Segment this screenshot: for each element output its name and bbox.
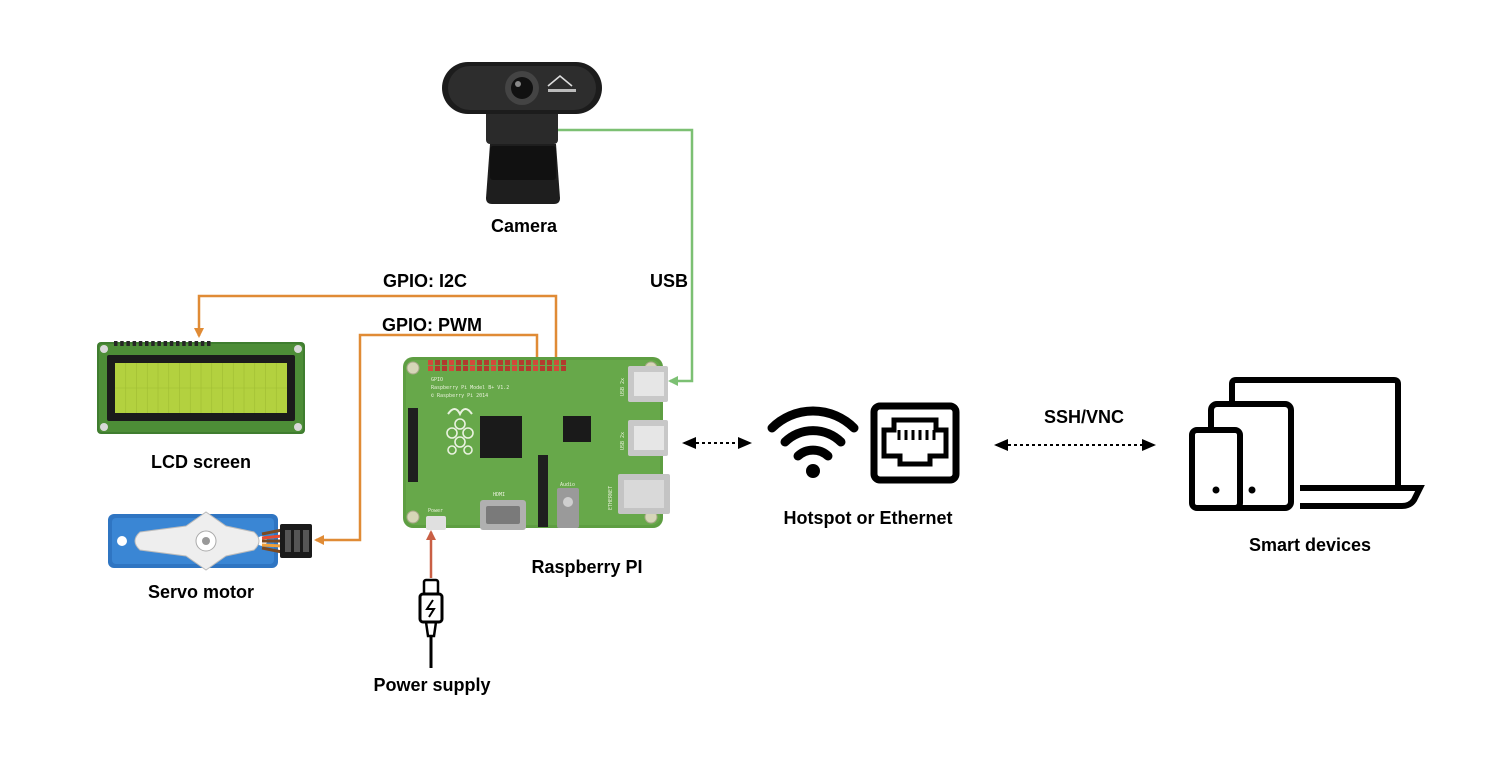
- board-power-text: Power: [428, 508, 443, 514]
- camera-label: Camera: [491, 216, 558, 236]
- smart-devices-label: Smart devices: [1249, 535, 1371, 555]
- gpio-pin: [470, 366, 475, 371]
- gpio-pin: [470, 360, 475, 365]
- lcd-pin: [126, 341, 130, 346]
- webcam-icon: [442, 62, 602, 204]
- gpio-pin: [540, 360, 545, 365]
- gpio-pin: [463, 360, 468, 365]
- gpio-pin: [491, 360, 496, 365]
- lcd-pin: [120, 341, 124, 346]
- board-usb-text-1: USB 2x: [620, 378, 626, 396]
- gpio-pin: [540, 366, 545, 371]
- gpio-pin: [477, 360, 482, 365]
- lcd-pin: [132, 341, 137, 346]
- gpio-pin: [561, 366, 566, 371]
- lcd-module-icon: [97, 341, 305, 434]
- lcd-pin: [163, 341, 168, 346]
- board-gpio-text: GPIO: [431, 377, 443, 383]
- i2c-connection: [194, 294, 558, 360]
- lcd-pin: [207, 341, 211, 346]
- gpio-pin: [526, 366, 531, 371]
- lcd-label: LCD screen: [151, 452, 251, 472]
- lcd-pin: [157, 341, 161, 346]
- raspberry-label: Raspberry PI: [531, 557, 642, 577]
- lcd-pin: [200, 341, 205, 346]
- gpio-pin: [526, 360, 531, 365]
- gpio-pin: [554, 366, 559, 371]
- lcd-pin: [114, 341, 118, 346]
- lcd-pin: [151, 341, 155, 346]
- lcd-pin: [182, 341, 186, 346]
- gpio-pin: [435, 366, 440, 371]
- wifi-icon: [767, 406, 859, 478]
- gpio-pin: [512, 366, 517, 371]
- pwm-label: GPIO: PWM: [382, 315, 482, 335]
- pwm-connection: [314, 333, 539, 545]
- gpio-pin: [498, 366, 503, 371]
- usb-c-cable-icon: [418, 578, 444, 668]
- gpio-pin: [463, 366, 468, 371]
- network-label: Hotspot or Ethernet: [784, 508, 953, 528]
- servo-icon: [108, 511, 312, 571]
- gpio-pin: [484, 366, 489, 371]
- gpio-pin: [442, 366, 447, 371]
- board-model-text: Raspberry Pi Model B+ V1.2: [431, 385, 509, 391]
- gpio-pin: [505, 360, 510, 365]
- i2c-label: GPIO: I2C: [383, 271, 467, 291]
- gpio-pin: [456, 366, 461, 371]
- lcd-pin: [194, 341, 199, 346]
- raspberry-pi-board-icon: GPIO Raspberry Pi Model B+ V1.2 © Raspbe…: [403, 357, 670, 530]
- gpio-pin: [442, 360, 447, 365]
- gpio-pin: [554, 360, 559, 365]
- board-ethernet-text: ETHERNET: [608, 486, 614, 510]
- lcd-pin: [176, 341, 180, 346]
- gpio-pin: [491, 366, 496, 371]
- gpio-pin: [428, 366, 433, 371]
- gpio-pin: [512, 360, 517, 365]
- board-usb-text-2: USB 2x: [620, 432, 626, 450]
- board-copyright-text: © Raspberry Pi 2014: [431, 393, 488, 399]
- gpio-pin: [435, 360, 440, 365]
- lcd-pin: [188, 341, 192, 346]
- power-label: Power supply: [373, 675, 490, 695]
- gpio-pin: [498, 360, 503, 365]
- gpio-pin: [505, 366, 510, 371]
- devices-icon: [1189, 377, 1425, 511]
- gpio-pin: [428, 360, 433, 365]
- ssh-label: SSH/VNC: [1044, 407, 1124, 427]
- raspberry-logo-icon: [446, 408, 474, 455]
- board-hdmi-text: HDMI: [493, 492, 505, 498]
- gpio-pin: [449, 366, 454, 371]
- gpio-pin: [449, 360, 454, 365]
- lcd-pin: [145, 341, 149, 346]
- gpio-pin: [533, 360, 538, 365]
- gpio-pin: [547, 366, 552, 371]
- lcd-pin: [138, 341, 143, 346]
- gpio-pin: [456, 360, 461, 365]
- lcd-pin: [169, 341, 174, 346]
- gpio-pin: [561, 360, 566, 365]
- usb-connection: [556, 128, 694, 386]
- gpio-pin: [519, 360, 524, 365]
- gpio-pin: [484, 360, 489, 365]
- gpio-pin: [477, 366, 482, 371]
- board-audio-text: Audio: [560, 482, 575, 488]
- usb-label: USB: [650, 271, 688, 291]
- servo-label: Servo motor: [148, 582, 254, 602]
- gpio-pin: [533, 366, 538, 371]
- gpio-pin: [519, 366, 524, 371]
- ethernet-port-icon: [870, 402, 960, 484]
- gpio-pin: [547, 360, 552, 365]
